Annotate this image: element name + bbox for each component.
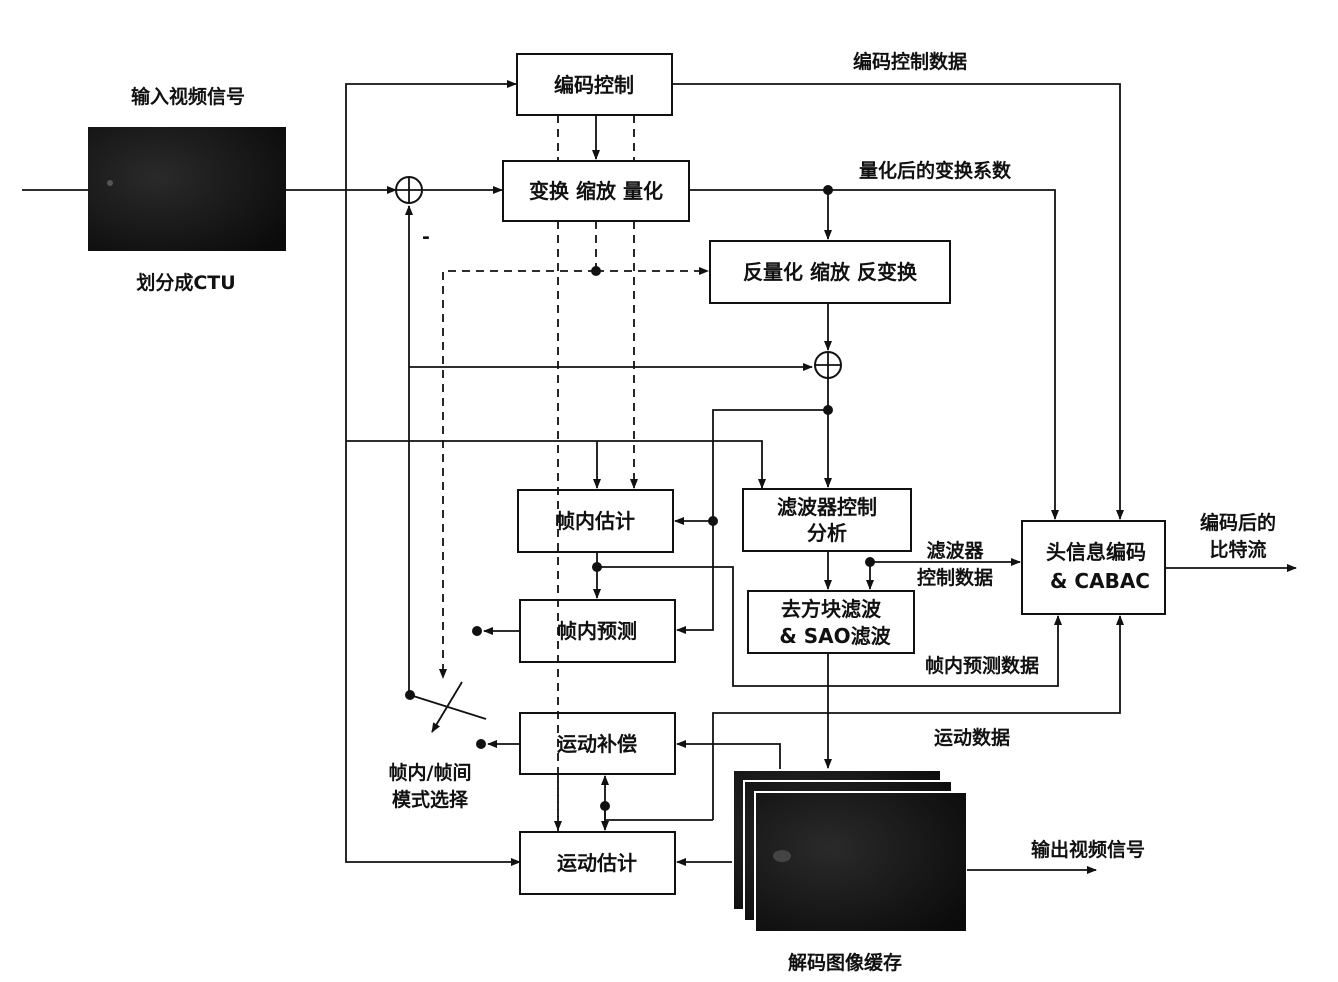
motion-compensation-label: 运动补偿: [557, 732, 637, 756]
minus-sign-label: -: [422, 226, 430, 248]
decoded-picture-buffer-label: 解码图像缓存: [788, 951, 902, 974]
coding-control-block: [516, 53, 673, 116]
deblock-label-2: & SAO滤波: [779, 624, 891, 648]
split-ctu-label: 划分成CTU: [136, 271, 235, 294]
decoded-picture-buffer-frames: [732, 769, 968, 933]
mode-switch-dash-arrow: [431, 681, 463, 733]
filter-control-label-1: 滤波器控制: [777, 495, 877, 519]
intra-prediction-block: [519, 599, 676, 663]
deblock-label-1: 去方块滤波: [781, 597, 882, 621]
inverse-transform-label: 反量化 缩放 反变换: [743, 260, 918, 284]
input-to-coding-control-arrow: [345, 80, 517, 190]
input-frame-image: [88, 127, 286, 251]
mode-select-label-1: 帧内/帧间: [389, 761, 472, 784]
filter-control-block: [742, 488, 912, 552]
input-to-motion-est-arrow: [345, 190, 521, 866]
dpb-to-motion-comp-arrow: [676, 740, 781, 770]
filter-control-data-label-2: 控制数据: [917, 566, 993, 589]
intra-pred-data-arrow: [597, 566, 1062, 687]
transform-label: 变换 缩放 量化: [529, 179, 663, 203]
intra-prediction-label: 帧内预测: [557, 619, 637, 643]
intra-estimation-block: [517, 489, 674, 553]
motion-est-to-comp-arrow: [601, 775, 713, 821]
transform-block: [502, 160, 690, 222]
motion-estimation-block: [519, 831, 676, 895]
header-cabac-label-2: & CABAC: [1050, 569, 1150, 593]
coding-control-data-arrow: [672, 83, 1124, 520]
header-cabac-block: [1021, 520, 1166, 615]
coding-control-data-label: 编码控制数据: [853, 50, 967, 73]
quantized-coeffs-arrow: [689, 189, 1059, 520]
filter-control-label-2: 分析: [807, 521, 847, 545]
input-video-signal-label: 输入视频信号: [131, 85, 245, 108]
output-video-signal-label: 输出视频信号: [1031, 838, 1145, 861]
header-cabac-label-1: 头信息编码: [1046, 540, 1146, 564]
coded-bitstream-label-1: 编码后的: [1200, 511, 1276, 534]
intra-estimation-label: 帧内估计: [555, 509, 635, 533]
coding-control-label: 编码控制: [554, 73, 634, 97]
mode-select-label-2: 模式选择: [392, 788, 469, 811]
inverse-transform-block: [709, 240, 951, 304]
motion-estimation-label: 运动估计: [557, 851, 637, 875]
filter-control-data-label-1: 滤波器: [926, 539, 984, 562]
deblock-sao-block: [747, 590, 915, 654]
motion-data-label: 运动数据: [934, 726, 1010, 749]
input-to-filter-control-arrow: [346, 440, 766, 489]
motion-data-arrow: [712, 615, 1124, 820]
control-to-mode-switch-arrow: [439, 270, 596, 679]
intra-pred-data-label: 帧内预测数据: [925, 654, 1039, 677]
coded-bitstream-label-2: 比特流: [1209, 538, 1266, 561]
quantized-coeffs-label: 量化后的变换系数: [859, 159, 1012, 182]
